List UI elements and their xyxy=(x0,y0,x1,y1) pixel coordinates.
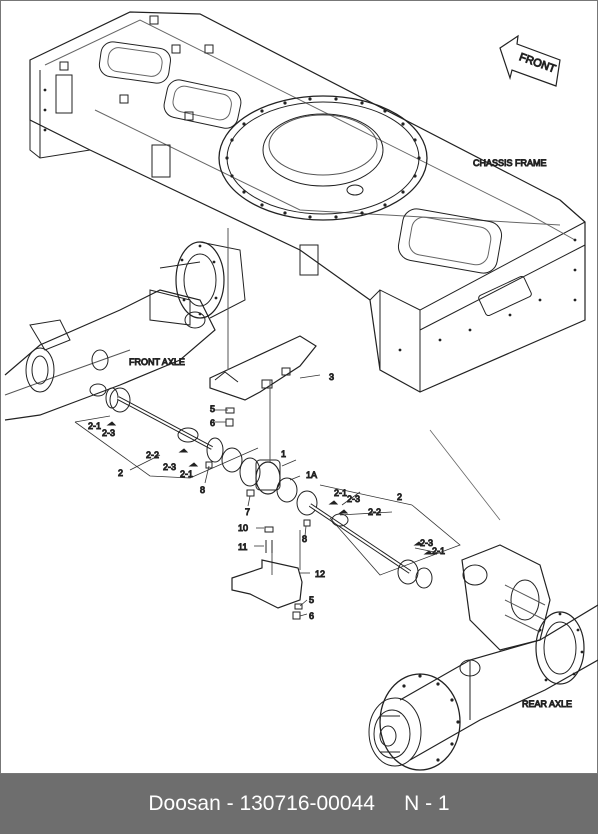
footer-page: N - 1 xyxy=(404,792,450,815)
drawing-frame xyxy=(0,0,598,774)
callout-2-1-b: 2-1 xyxy=(180,469,193,479)
label-front: FRONT xyxy=(517,51,557,75)
callout-7: 7 xyxy=(245,507,250,517)
callout-2-3-b: 2-3 xyxy=(163,462,176,472)
callout-5-top: 5 xyxy=(210,404,215,414)
rear-drive-shaft xyxy=(296,490,433,589)
footer-brand: Doosan xyxy=(148,792,221,815)
footer-caption: Doosan - 130716-00044 N - 1 xyxy=(0,774,598,834)
callout-2-1-a: 2-1 xyxy=(88,421,101,431)
callout-2-3-d: 2-3 xyxy=(420,538,433,548)
callout-leaders xyxy=(74,374,501,617)
callout-2-3-c: 2-3 xyxy=(347,494,360,504)
footer-part-number: 130716-00044 xyxy=(239,792,375,815)
callout-2-rear: 2 xyxy=(397,492,402,502)
callout-2-1-c: 2-1 xyxy=(334,488,347,498)
bracket-part-3 xyxy=(209,228,317,401)
callout-8-right: 8 xyxy=(302,534,307,544)
chassis-frame xyxy=(29,11,586,393)
callout-2-2-a: 2-2 xyxy=(146,450,159,460)
exploded-parts-diagram: FRONT CHASSIS FRAME FRONT AXLE REAR AXLE… xyxy=(4,11,598,771)
callout-11: 11 xyxy=(238,542,247,552)
label-rear-axle: REAR AXLE xyxy=(522,699,572,709)
callout-2-front: 2 xyxy=(118,468,123,478)
callout-5-bottom: 5 xyxy=(309,595,314,605)
callout-3: 3 xyxy=(329,372,334,382)
fasteners xyxy=(106,407,434,620)
callout-2-3-a: 2-3 xyxy=(102,428,115,438)
label-chassis-frame: CHASSIS FRAME xyxy=(473,158,547,168)
bracket-part-12 xyxy=(231,530,303,609)
front-drive-shaft xyxy=(109,387,243,473)
front-direction-arrow xyxy=(499,34,561,87)
callout-1a: 1A xyxy=(306,470,317,480)
callout-2-1-d: 2-1 xyxy=(432,546,445,556)
callout-10: 10 xyxy=(238,523,248,533)
label-front-axle: FRONT AXLE xyxy=(129,357,185,367)
callout-6-bottom: 6 xyxy=(309,611,314,621)
callout-1: 1 xyxy=(281,449,286,459)
callout-12: 12 xyxy=(315,569,325,579)
center-bearing-part-1 xyxy=(239,380,298,575)
rear-axle-assembly xyxy=(368,544,598,771)
callout-6-top: 6 xyxy=(210,418,215,428)
footer-gap xyxy=(375,792,404,816)
part-callouts: 1 1A 2 2 2-1 2-1 2-1 2-1 2-2 2-2 2-3 2-3… xyxy=(88,372,446,622)
footer-separator: - xyxy=(220,792,240,815)
front-axle-assembly xyxy=(4,241,246,421)
callout-2-2-b: 2-2 xyxy=(368,507,381,517)
callout-8-left: 8 xyxy=(200,485,205,495)
